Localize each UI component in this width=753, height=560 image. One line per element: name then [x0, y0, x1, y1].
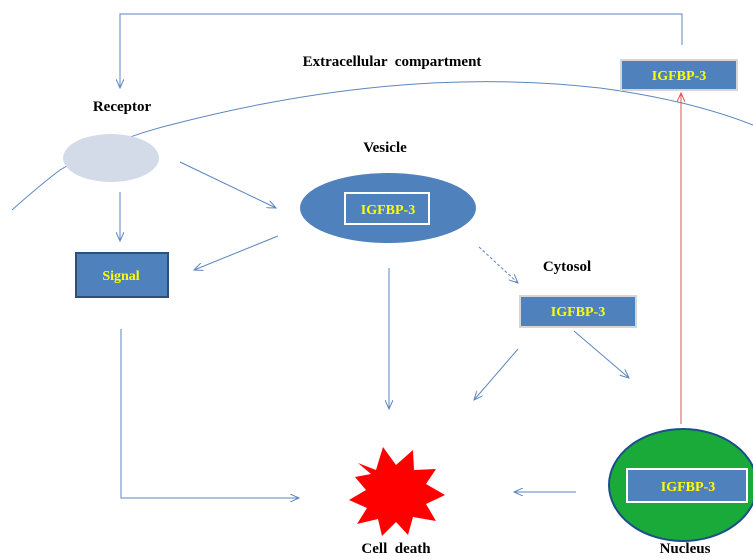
cytosol-label: Cytosol	[543, 259, 591, 275]
arrow-igfbp-to-receptor	[120, 13, 683, 88]
receptor-shape	[63, 134, 159, 182]
arrow-vesicle-to-cytosol	[478, 246, 518, 283]
nucleus-label: Nucleus	[660, 541, 711, 557]
signal-text: Signal	[102, 269, 139, 284]
nucleus-igfbp3-box	[626, 468, 748, 503]
cell-membrane	[11, 81, 753, 211]
vesicle-igfbp3-text: IGFBP-3	[361, 203, 415, 218]
arrow-cytosol-to-celldeath	[474, 348, 519, 400]
receptor-label: Receptor	[93, 99, 152, 115]
arrow-vesicle-to-signal	[194, 235, 279, 270]
arrow-signal-to-celldeath	[120, 329, 299, 498]
arrow-receptor-to-vesicle	[179, 161, 276, 208]
arrow-cytosol-to-nucleus	[573, 330, 629, 378]
extracellular-label: Extracellular compartment	[303, 54, 482, 70]
cytosol-igfbp3-text: IGFBP-3	[551, 305, 605, 320]
burst-icon	[349, 447, 445, 536]
vesicle-label: Vesicle	[363, 140, 407, 156]
signal-box	[75, 252, 169, 298]
extracellular-igfbp3-box	[620, 59, 738, 91]
extracellular-igfbp3-text: IGFBP-3	[652, 69, 706, 84]
cell-death-label: Cell death	[361, 541, 431, 557]
nucleus-igfbp3-text: IGFBP-3	[661, 480, 715, 495]
cytosol-igfbp3-box	[519, 295, 637, 328]
vesicle-igfbp3-box	[344, 192, 430, 225]
